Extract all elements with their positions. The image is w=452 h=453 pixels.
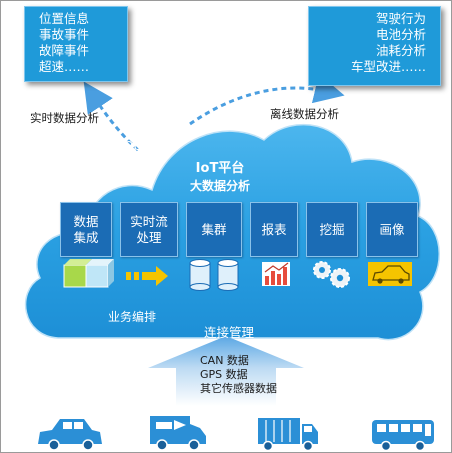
stream-arrow-icon xyxy=(126,266,168,286)
truck-icon xyxy=(258,418,318,452)
platform-title: IoT平台 xyxy=(195,161,245,176)
module-label: 集成 xyxy=(73,229,99,245)
realtime-result-item: 超速…… xyxy=(39,59,90,74)
business-orchestration-label: 业务编排 xyxy=(108,310,157,324)
realtime-results-box: 位置信息 事故事件 故障事件 超速…… xyxy=(24,6,128,82)
realtime-result-item: 故障事件 xyxy=(39,43,90,58)
offline-results-box: 驾驶行为 电池分析 油耗分析 车型改进…… xyxy=(308,6,441,86)
offline-result-item: 车型改进…… xyxy=(350,59,426,74)
gears-icon xyxy=(313,261,350,288)
module-label: 实时流 xyxy=(130,213,168,229)
module-label: 画像 xyxy=(379,221,405,237)
realtime-result-item: 事故事件 xyxy=(39,27,90,42)
car-profile-icon xyxy=(368,262,412,286)
module-label: 处理 xyxy=(136,229,162,245)
data-source-gps: GPS 数据 xyxy=(200,368,248,381)
car-icon xyxy=(38,419,102,451)
bar-chart-icon xyxy=(262,262,290,286)
module-reports: 报表 xyxy=(250,202,298,257)
module-mining: 挖掘 xyxy=(306,202,358,257)
bus-icon xyxy=(372,420,434,452)
offline-result-item: 油耗分析 xyxy=(375,43,426,58)
module-label: 数据 xyxy=(73,213,99,229)
realtime-analysis-label: 实时数据分析 xyxy=(30,111,99,125)
offline-result-item: 电池分析 xyxy=(375,27,426,42)
offline-dashed-arrow xyxy=(189,73,345,126)
van-icon xyxy=(150,416,206,451)
module-cluster: 集群 xyxy=(186,202,242,257)
data-source-sensors: 其它传感器数据 xyxy=(200,382,277,395)
connection-management-label: 连接管理 xyxy=(204,325,255,340)
module-label: 挖掘 xyxy=(319,221,345,237)
realtime-result-item: 位置信息 xyxy=(39,11,90,26)
module-label: 报表 xyxy=(261,221,287,237)
realtime-dashed-arrow xyxy=(83,81,140,152)
module-stream-processing: 实时流处理 xyxy=(120,202,178,257)
data-source-can: CAN 数据 xyxy=(200,354,249,367)
offline-result-item: 驾驶行为 xyxy=(375,11,426,26)
offline-analysis-label: 离线数据分析 xyxy=(270,107,339,121)
database-cluster-icon xyxy=(189,259,239,291)
cubes-icon xyxy=(63,259,114,288)
module-label: 集群 xyxy=(201,221,227,237)
platform-subtitle: 大数据分析 xyxy=(189,179,250,193)
data-upload-arrow xyxy=(148,336,304,406)
module-profile: 画像 xyxy=(366,202,418,257)
module-data-integration: 数据集成 xyxy=(60,202,112,257)
open-api-label: Open API xyxy=(124,139,179,153)
